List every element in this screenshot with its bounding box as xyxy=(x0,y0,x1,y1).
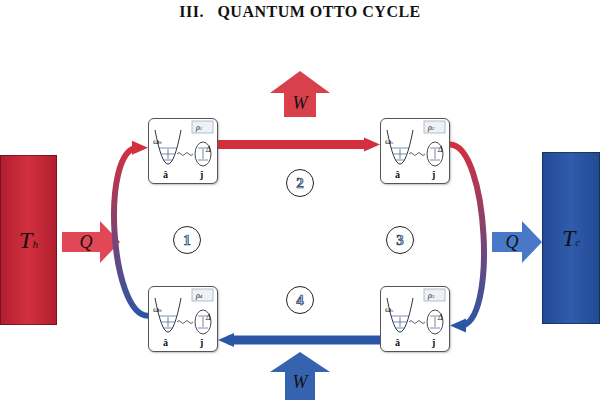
state-box: ρ2 ωcΔâ ĵ xyxy=(380,118,450,184)
stroke-number: 1 xyxy=(173,226,201,254)
arrow-label: W xyxy=(293,94,308,112)
stroke-arrow xyxy=(114,148,148,316)
operator-label: â xyxy=(395,338,400,348)
stroke-number: 4 xyxy=(286,286,314,314)
stroke-arrow xyxy=(450,144,484,325)
operator-label: ĵ xyxy=(200,338,203,348)
spin-gap-label: Δ xyxy=(206,314,211,322)
stroke-number: 3 xyxy=(386,226,414,254)
stroke-number-text: 4 xyxy=(296,292,304,309)
operator-label: â xyxy=(163,170,168,180)
heat-arrow-out xyxy=(492,221,542,263)
stroke-number-text: 2 xyxy=(296,175,304,192)
arrow-label: Q xyxy=(80,233,93,251)
work-arrow-out xyxy=(270,71,330,117)
spin-gap-label: Δ xyxy=(438,146,443,154)
stroke-number: 2 xyxy=(286,169,314,197)
state-box: ρ3 ωcΔâ ĵ xyxy=(380,286,450,352)
frequency-label: ωc xyxy=(385,305,394,314)
density-matrix-label: ρ2 xyxy=(428,124,434,132)
frequency-label: ωh xyxy=(153,137,162,146)
diagram-title: III. QUANTUM OTTO CYCLE xyxy=(0,3,600,21)
spin-gap-label: Δ xyxy=(438,314,443,322)
operator-label: ĵ xyxy=(432,338,435,348)
work-arrow-in xyxy=(270,352,330,400)
arrow-label: W xyxy=(293,373,308,391)
frequency-label: ωh xyxy=(153,305,162,314)
bath-temperature: Th xyxy=(19,227,38,254)
heat-bath: Th xyxy=(0,155,57,325)
state-box: ρ4 ωhΔâ ĵ xyxy=(148,286,218,352)
stroke-arrow xyxy=(228,336,380,345)
operator-label: â xyxy=(163,338,168,348)
stroke-number-text: 1 xyxy=(183,232,191,249)
bath-temperature: Tc xyxy=(562,225,580,252)
frequency-label: ωc xyxy=(385,137,394,146)
stroke-number-text: 3 xyxy=(396,232,404,249)
stroke-arrow xyxy=(218,140,370,149)
density-matrix-label: ρ1 xyxy=(196,124,202,132)
spin-gap-label: Δ xyxy=(206,146,211,154)
arrow-label: Q xyxy=(506,233,519,251)
state-box: ρ1 ωhΔâ ĵ xyxy=(148,118,218,184)
density-matrix-label: ρ3 xyxy=(428,292,434,300)
operator-label: ĵ xyxy=(432,170,435,180)
heat-arrow-in xyxy=(62,221,120,263)
operator-label: ĵ xyxy=(200,170,203,180)
operator-label: â xyxy=(395,170,400,180)
heat-bath: Tc xyxy=(542,152,600,324)
density-matrix-label: ρ4 xyxy=(196,292,202,300)
